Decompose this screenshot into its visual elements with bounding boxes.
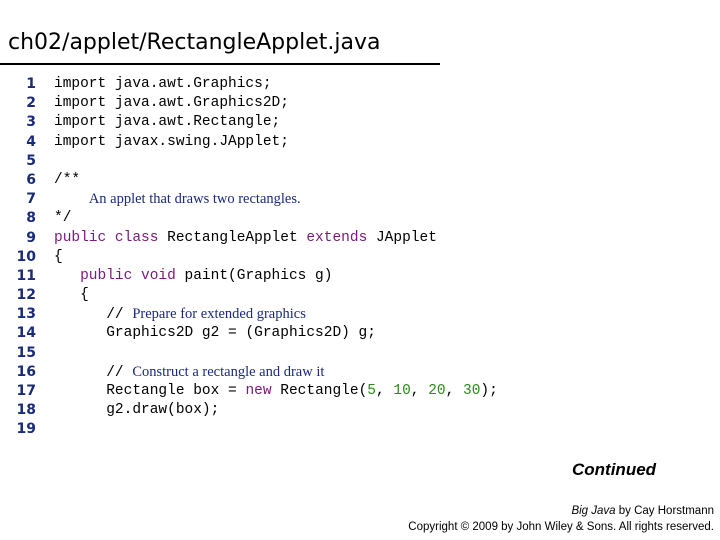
keyword: public class	[54, 229, 159, 246]
code-line: 7 An applet that draws two rectangles.	[0, 190, 720, 209]
comment-marker: //	[106, 364, 133, 381]
line-number: 1	[26, 76, 36, 92]
title-rule	[0, 63, 440, 65]
code-text: import java.awt.Graphics;	[54, 76, 272, 92]
number-literal: 10	[393, 383, 411, 399]
line-number: 12	[16, 287, 36, 304]
line-number: 10	[16, 248, 36, 265]
code-line: 18 g2.draw(box);	[0, 401, 720, 420]
code-line: 10 {	[0, 248, 720, 267]
comment-text: Construct a rectangle and draw it	[132, 363, 325, 380]
line-number: 19	[16, 421, 36, 438]
code-text: An applet that draws two rectangles.	[54, 190, 301, 210]
code-line: 3 import java.awt.Rectangle;	[0, 113, 720, 132]
line-number: 11	[16, 267, 36, 284]
code-line: 4 import javax.swing.JApplet;	[0, 133, 720, 152]
code-text: import java.awt.Rectangle;	[54, 114, 281, 131]
code-line: 14 Graphics2D g2 = (Graphics2D) g;	[0, 324, 720, 343]
slide-title: ch02/applet/RectangleApplet.java	[8, 30, 381, 55]
line-number: 15	[16, 344, 36, 361]
code-text: import javax.swing.JApplet;	[54, 133, 289, 150]
brace: {	[80, 287, 89, 304]
code-line: 6 /**	[0, 171, 720, 190]
statement-part: Rectangle(	[271, 383, 368, 399]
line-number: 8	[26, 210, 36, 227]
statement-part: Rectangle box =	[106, 383, 246, 399]
line-number: 6	[26, 171, 36, 188]
code-line: 8 */	[0, 209, 720, 228]
footer-book-line: Big Java by Cay Horstmann	[408, 503, 714, 519]
statement: g2.draw(box);	[106, 402, 220, 419]
code-text: */	[54, 210, 72, 227]
code-line: 5	[0, 152, 720, 171]
code-line: 11 public void paint(Graphics g)	[0, 267, 720, 286]
code-line: 13 // Prepare for extended graphics	[0, 305, 720, 324]
class-name: RectangleApplet	[158, 229, 307, 246]
code-line: 9 public class RectangleApplet extends J…	[0, 229, 720, 248]
code-text: public void paint(Graphics g)	[54, 267, 332, 286]
code-listing: 1 import java.awt.Graphics; 2 import jav…	[0, 75, 720, 440]
code-text: {	[54, 286, 89, 305]
book-title: Big Java	[571, 505, 616, 517]
method-signature: paint(Graphics g)	[175, 267, 333, 284]
line-number: 3	[26, 114, 36, 131]
code-line: 19	[0, 420, 720, 439]
code-line: 17 Rectangle box = new Rectangle(5, 10, …	[0, 382, 720, 401]
number-literal: 20	[428, 383, 446, 399]
statement-end: );	[480, 383, 498, 399]
line-number: 14	[16, 325, 36, 342]
keyword: new	[245, 383, 272, 399]
superclass-name: JApplet	[367, 229, 437, 246]
line-number: 17	[16, 383, 36, 399]
book-author: by Cay Horstmann	[615, 505, 714, 517]
separator: ,	[445, 383, 464, 399]
code-line: 1 import java.awt.Graphics;	[0, 75, 720, 94]
number-literal: 30	[463, 383, 481, 399]
line-number: 16	[16, 363, 36, 380]
code-text: import java.awt.Graphics2D;	[54, 95, 289, 112]
separator: ,	[375, 383, 394, 399]
comment-marker: //	[106, 307, 133, 324]
separator: ,	[410, 383, 429, 399]
continued-label: Continued	[572, 460, 657, 479]
code-text: Graphics2D g2 = (Graphics2D) g;	[54, 324, 376, 343]
footer-copyright: Copyright © 2009 by John Wiley & Sons. A…	[408, 521, 714, 533]
line-number: 18	[16, 402, 36, 419]
code-text: // Construct a rectangle and draw it	[54, 363, 324, 383]
keyword: public void	[80, 267, 176, 284]
comment-text: Prepare for extended graphics	[132, 306, 306, 323]
code-line: 12 {	[0, 286, 720, 305]
code-text: Rectangle box = new Rectangle(5, 10, 20,…	[54, 382, 498, 401]
line-number: 7	[26, 191, 36, 208]
code-line: 16 // Construct a rectangle and draw it	[0, 363, 720, 382]
code-text: public class RectangleApplet extends JAp…	[54, 229, 437, 248]
code-text: g2.draw(box);	[54, 401, 219, 420]
code-text: // Prepare for extended graphics	[54, 305, 306, 325]
footer-credit: Big Java by Cay Horstmann Copyright © 20…	[408, 503, 714, 535]
line-number: 2	[26, 95, 36, 112]
statement: Graphics2D g2 = (Graphics2D) g;	[106, 325, 376, 342]
keyword: extends	[306, 229, 368, 246]
code-text: {	[54, 248, 63, 265]
code-line: 2 import java.awt.Graphics2D;	[0, 94, 720, 113]
line-number: 4	[26, 133, 36, 150]
comment-text: An applet that draws two rectangles.	[88, 191, 301, 208]
line-number: 13	[16, 306, 36, 323]
line-number: 5	[26, 152, 36, 169]
code-text: /**	[54, 171, 81, 188]
code-line: 15	[0, 344, 720, 363]
line-number: 9	[26, 229, 36, 246]
number-literal: 5	[367, 383, 376, 399]
